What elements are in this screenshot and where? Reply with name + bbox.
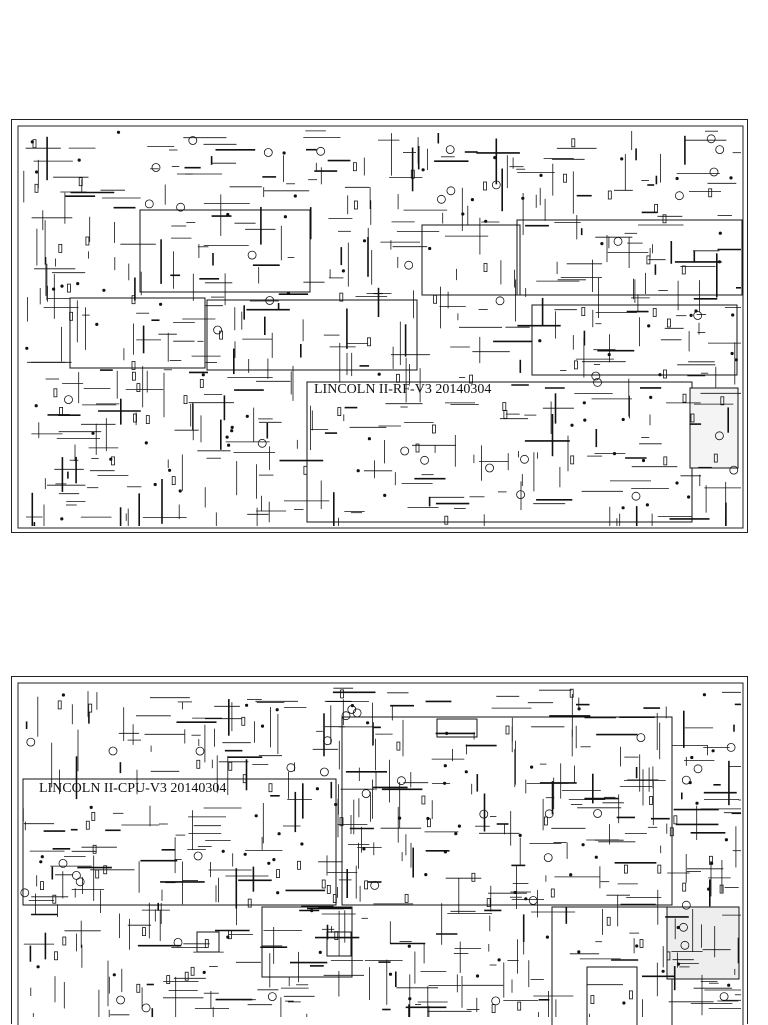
- rf-sheet-title: LINCOLN II-RF-V3 20140304: [314, 382, 492, 397]
- rf-schematic-drawing: [17, 125, 744, 529]
- cpu-schematic-drawing: [17, 682, 744, 1025]
- rf-circuit-traces: [23, 130, 741, 526]
- cpu-circuit-traces: [20, 687, 741, 1017]
- cpu-schematic-sheet: LINCOLN II-CPU-V3 20140304: [11, 676, 748, 1025]
- cpu-sheet-title: LINCOLN II-CPU-V3 20140304: [39, 781, 227, 796]
- rf-schematic-sheet: LINCOLN II-RF-V3 20140304: [11, 119, 748, 533]
